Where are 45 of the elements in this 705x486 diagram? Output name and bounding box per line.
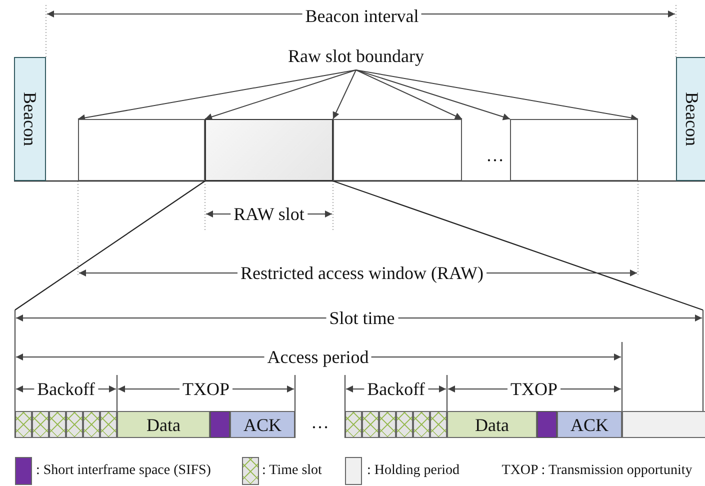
leader-arrow: [332, 70, 356, 120]
leader-arrow: [356, 70, 462, 120]
selected-raw-slot: [205, 119, 333, 181]
sifs-interval: [210, 411, 230, 438]
time-slot: [49, 411, 66, 438]
leader-arrow: [78, 70, 356, 122]
dimension-label: Slot time: [326, 309, 398, 327]
raw-slot: [333, 119, 462, 181]
beacon-frame: Beacon: [676, 57, 705, 181]
legend-label: : Time slot: [262, 464, 322, 478]
dimension-label: RAW slot: [230, 205, 308, 223]
raw-slot: [510, 119, 638, 181]
dimension-label: Beacon interval: [302, 7, 422, 25]
time-slot: [83, 411, 100, 438]
dimension-label: Access period: [264, 348, 372, 366]
time-slot: [66, 411, 83, 438]
ack-frame: ACK: [230, 411, 295, 438]
sifs-interval: [537, 411, 557, 438]
dimension-label: TXOP: [508, 380, 560, 398]
time-slot: [15, 411, 32, 438]
time-slot: [32, 411, 49, 438]
leader-arrow: [356, 70, 638, 122]
legend-label: : Holding period: [367, 464, 460, 478]
leader-arrow: [204, 70, 356, 120]
legend-label: : Short interframe space (SIFS): [36, 464, 211, 478]
time-slot: [413, 411, 430, 438]
time-slot: [345, 411, 362, 438]
dimension-label: Restricted access window (RAW): [238, 264, 486, 282]
dimension-label: TXOP: [180, 380, 232, 398]
legend-note: TXOP : Transmission opportunity: [502, 464, 692, 478]
ack-frame: ACK: [557, 411, 622, 438]
time-slot: [362, 411, 379, 438]
time-slot: [430, 411, 447, 438]
dimension-label: Backoff: [364, 380, 428, 398]
callout-text: Raw slot boundary: [270, 44, 442, 68]
dimension-label: Backoff: [34, 380, 98, 398]
data-frame: Data: [447, 411, 537, 438]
beacon-frame: Beacon: [14, 57, 46, 181]
data-frame: Data: [117, 411, 210, 438]
time-slot: [396, 411, 413, 438]
holding-period: [622, 411, 705, 438]
leader-arrow: [356, 70, 510, 120]
time-slot: [100, 411, 117, 438]
raw-slot: [78, 119, 205, 181]
time-slot: [379, 411, 396, 438]
